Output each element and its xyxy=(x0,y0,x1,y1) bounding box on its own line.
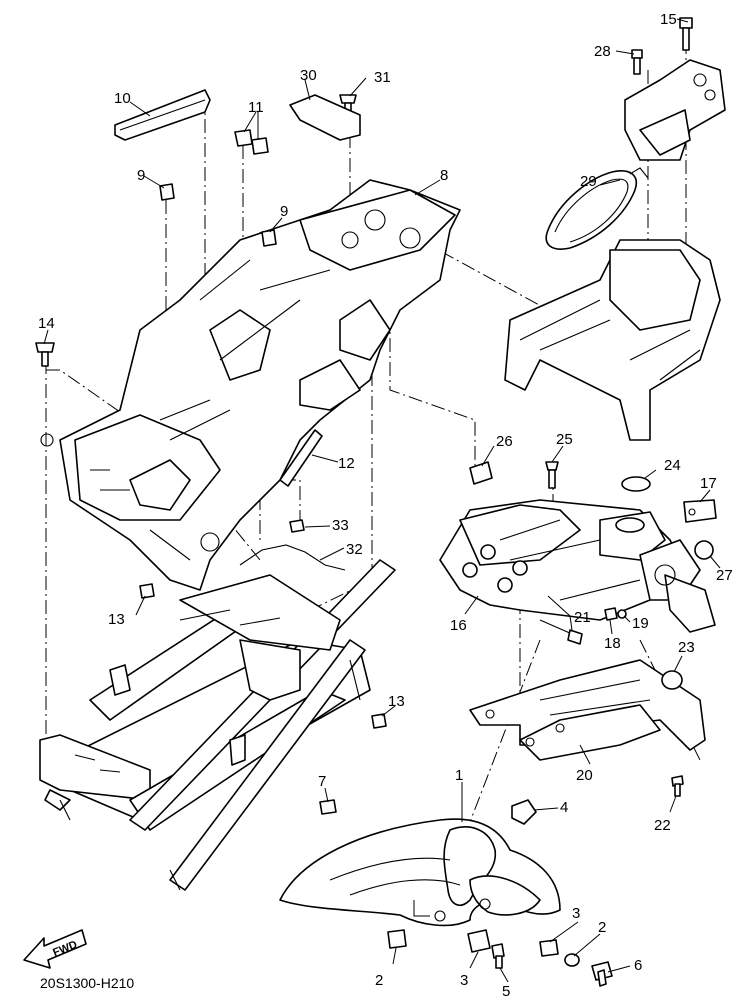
callout-2: 2 xyxy=(598,919,606,936)
callout-15: 15 xyxy=(660,11,677,28)
callout-9: 9 xyxy=(137,167,145,184)
callout-26: 26 xyxy=(496,433,513,450)
rear-fender xyxy=(40,179,461,591)
callout-21: 21 xyxy=(574,609,591,626)
callout-7: 7 xyxy=(318,773,326,790)
rear-subframe xyxy=(39,559,396,891)
callout-3: 3 xyxy=(572,905,580,922)
callout-33: 33 xyxy=(332,517,349,534)
callout-9: 9 xyxy=(280,203,288,220)
plate-bracket xyxy=(469,659,706,761)
callout-6: 6 xyxy=(634,957,642,974)
callout-10: 10 xyxy=(114,90,131,107)
hardware xyxy=(35,17,717,987)
grab-bar xyxy=(504,239,721,441)
callout-13: 13 xyxy=(108,611,125,628)
callout-2: 2 xyxy=(375,972,383,989)
callout-16: 16 xyxy=(450,617,467,634)
callout-24: 24 xyxy=(664,457,681,474)
callout-4: 4 xyxy=(560,799,568,816)
callout-28: 28 xyxy=(594,43,611,60)
callout-17: 17 xyxy=(700,475,717,492)
callout-22: 22 xyxy=(654,817,671,834)
callout-13: 13 xyxy=(388,693,405,710)
leader-lines xyxy=(43,18,721,983)
callout-5: 5 xyxy=(502,983,510,1000)
tail-housing xyxy=(439,499,716,633)
callout-19: 19 xyxy=(632,615,649,632)
callout-12: 12 xyxy=(338,455,355,472)
front-fender xyxy=(279,818,561,927)
strap-loop xyxy=(545,167,649,250)
drawing-code: 20S1300-H210 xyxy=(40,975,134,991)
callout-18: 18 xyxy=(604,635,621,652)
top-bracket xyxy=(624,59,726,161)
callout-8: 8 xyxy=(440,167,448,184)
callout-29: 29 xyxy=(580,173,597,190)
callout-14: 14 xyxy=(38,315,55,332)
callout-20: 20 xyxy=(576,767,593,784)
callout-31: 31 xyxy=(374,69,391,86)
callout-25: 25 xyxy=(556,431,573,448)
callout-30: 30 xyxy=(300,67,317,84)
callouts: 1 2 2 3 3 4 5 6 7 8 9 9 10 11 12 13 13 1… xyxy=(38,11,733,1000)
callout-23: 23 xyxy=(678,639,695,656)
callout-27: 27 xyxy=(716,567,733,584)
callout-1: 1 xyxy=(455,767,463,784)
callout-32: 32 xyxy=(346,541,363,558)
callout-3: 3 xyxy=(460,972,468,989)
callout-11: 11 xyxy=(248,99,264,116)
fwd-arrow-icon: FWD xyxy=(23,929,87,969)
